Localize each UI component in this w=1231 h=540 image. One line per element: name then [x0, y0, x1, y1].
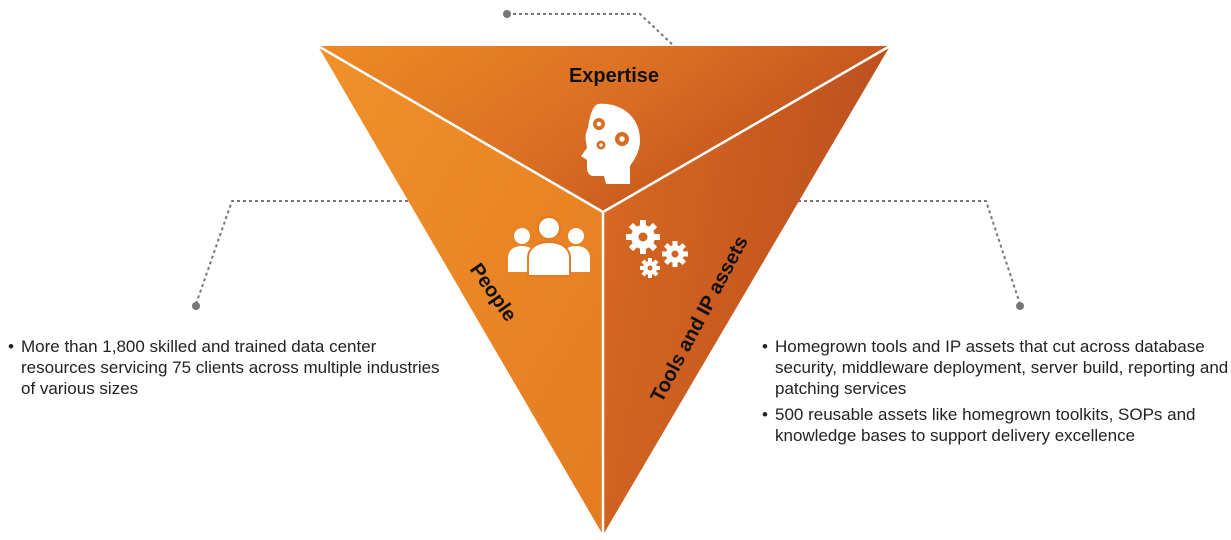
people-bullet: More than 1,800 skilled and trained data…: [6, 336, 446, 399]
tools-connector: [708, 200, 1021, 305]
head-gears-icon: [581, 103, 640, 184]
tools-bullet: Homegrown tools and IP assets that cut a…: [760, 336, 1230, 399]
tools-bullet: 500 reusable assets like homegrown toolk…: [760, 404, 1230, 446]
people-group-icon: [508, 216, 590, 277]
gears-icon: [626, 220, 688, 278]
tools-segment: [603, 46, 890, 535]
expertise-label: Expertise: [569, 65, 659, 87]
segment-dividers: [317, 44, 891, 535]
expertise-connector-dot: [503, 10, 511, 18]
tools-connector-dot: [1016, 302, 1024, 310]
tools-bullet-list: Homegrown tools and IP assets that cut a…: [760, 336, 1230, 451]
people-bullet-list: More than 1,800 skilled and trained data…: [6, 336, 446, 404]
people-connector-dot: [192, 302, 200, 310]
people-segment: [318, 46, 603, 535]
